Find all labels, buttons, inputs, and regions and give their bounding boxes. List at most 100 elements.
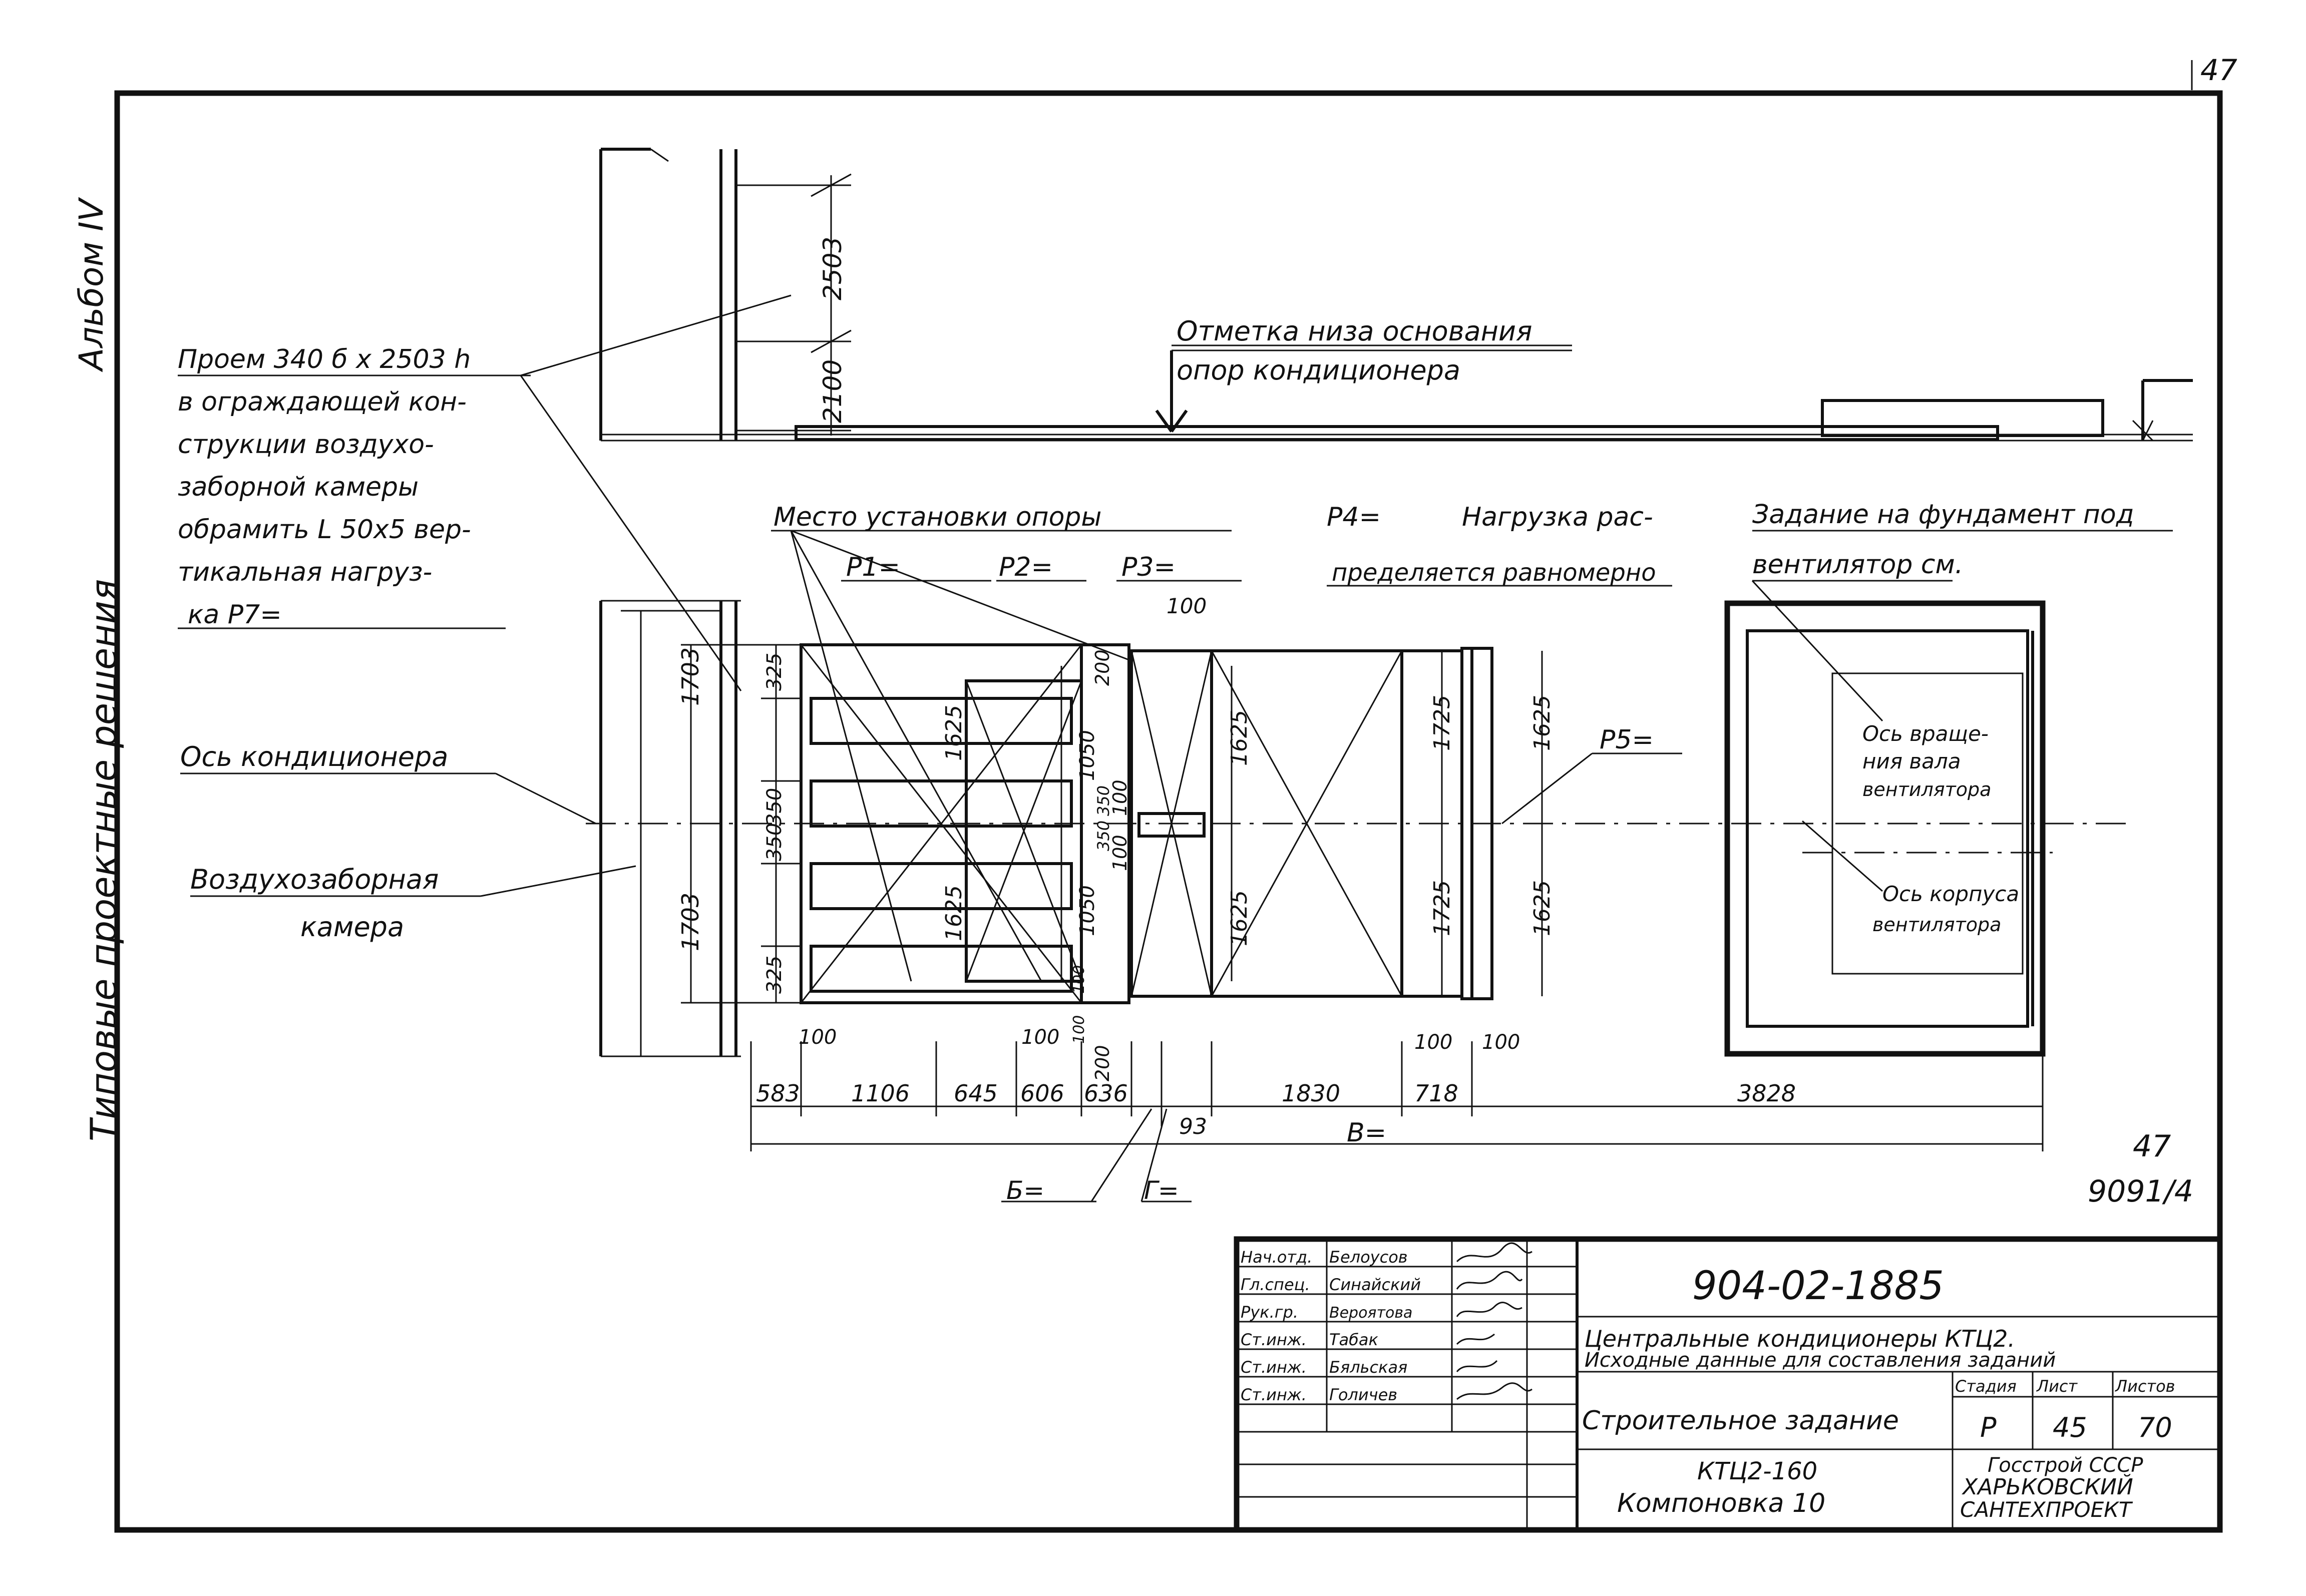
axis-conditioner-leader	[495, 772, 596, 825]
v-label: В=	[1347, 1118, 1386, 1148]
chain-dim-1: 583	[756, 1080, 800, 1107]
opening-note-line5: обрамить L 50х5 вер-	[178, 515, 471, 545]
staff-name-6: Голичев	[1329, 1385, 1397, 1404]
opening-note-line6: тикальная нагруз-	[178, 557, 432, 587]
intake-chamber-line2: камера	[300, 911, 404, 943]
p5-label: Р5=	[1600, 725, 1654, 755]
sheet-code-line2: 9091/4	[2088, 1174, 2193, 1209]
p1-label: Р1=	[846, 552, 900, 582]
dim-350-b: 350	[763, 823, 786, 861]
dim-325-top: 325	[763, 653, 786, 691]
sheet-frame	[114, 90, 2223, 1533]
chain-dim-7: 718	[1414, 1080, 1458, 1107]
org-line2: ХАРЬКОВСКИЙ	[1962, 1473, 2133, 1500]
dim-100-f: 100	[1070, 965, 1088, 994]
opening-note-line1: Проем 340 б х 2503 h	[178, 344, 471, 374]
staff-role-4: Ст.инж.	[1241, 1330, 1307, 1349]
dim-1625-f: 1625	[1529, 880, 1555, 936]
dim-100-v2: 100	[1109, 835, 1131, 871]
fan-shaft-axis-line2: ния вала	[1862, 749, 1961, 773]
chain-dim-6: 1830	[1282, 1080, 1340, 1107]
p4-text-line1: Нагрузка рас-	[1462, 502, 1653, 532]
fan-body-axis-line2: вентилятора	[1872, 914, 2001, 936]
org-line1: Госстрой СССР	[1988, 1454, 2143, 1477]
dim-2100: 2100	[818, 359, 847, 423]
p3-label: Р3=	[1121, 552, 1176, 582]
dim-100-c: 100	[1414, 1031, 1452, 1054]
chain-dim-4: 606	[1020, 1080, 1064, 1107]
staff-role-2: Гл.спец.	[1241, 1275, 1310, 1294]
dim-100-v1: 100	[1109, 779, 1131, 816]
fan-body-axis-line1: Ось корпуса	[1882, 882, 2019, 906]
opening-note-line2: в ограждающей кон-	[178, 387, 467, 417]
page-number: 47	[2200, 53, 2237, 87]
dim-1625-a: 1625	[941, 705, 967, 761]
dim-350-small-b: 350	[1094, 821, 1113, 851]
doc-number: 904-02-1885	[1692, 1264, 1944, 1309]
axis-conditioner-label: Ось кондиционера	[180, 741, 448, 772]
sheet-title: Строительное задание	[1582, 1406, 1899, 1436]
staff-role-6: Ст.инж.	[1241, 1385, 1307, 1404]
staff-role-3: Рук.гр.	[1241, 1303, 1298, 1322]
sheet-value: 45	[2053, 1412, 2087, 1443]
sheet-header: Лист	[2036, 1377, 2078, 1396]
dim-1050-a: 1050	[1076, 730, 1099, 781]
g-label: Г=	[1144, 1176, 1179, 1205]
album-label: Альбом IV	[72, 197, 111, 372]
intake-chamber-leader	[480, 865, 636, 897]
base-mark-label-line2: опор кондиционера	[1177, 354, 1460, 386]
staff-name-3: Вероятова	[1329, 1304, 1412, 1322]
dim-200-top: 200	[1091, 649, 1113, 686]
dim-350-a: 350	[763, 788, 786, 826]
sheets-value: 70	[2138, 1412, 2172, 1443]
dim-100-d: 100	[1482, 1031, 1520, 1054]
opening-note: Проем 340 б х 2503 h в ограждающей кон- …	[178, 294, 792, 691]
dim-1725-a: 1725	[1429, 695, 1455, 751]
title-line2: Исходные данные для составления заданий	[1585, 1349, 2056, 1372]
dim-1625-d: 1625	[1227, 890, 1252, 946]
plan-view	[586, 530, 2173, 1203]
foundation-task-line1: Задание на фундамент под	[1752, 500, 2134, 530]
p4-label: Р4=	[1327, 502, 1381, 532]
chain-dim-5: 636	[1084, 1080, 1128, 1107]
dim-1703-top: 1703	[677, 647, 704, 706]
opening-note-line7: ка Р7=	[188, 600, 282, 630]
stage-value: Р	[1980, 1412, 1997, 1443]
fan-shaft-axis-line3: вентилятора	[1862, 778, 1991, 801]
opening-note-line3: струкции воздухо-	[178, 430, 434, 460]
dim-1625-b: 1625	[941, 885, 967, 941]
support-place-label: Место установки опоры	[774, 502, 1101, 532]
base-mark-label-line1: Отметка низа основания	[1177, 315, 1532, 347]
staff-name-5: Бяльская	[1329, 1358, 1407, 1377]
p4-text-line2: пределяется равномерно	[1332, 559, 1656, 587]
title-block	[1234, 1236, 2223, 1533]
elevation-view: 2503 2100	[599, 148, 2193, 442]
dim-1625-c: 1625	[1227, 710, 1252, 766]
series-label: Типовые проектные решения	[83, 579, 125, 1141]
dim-100-top: 100	[1167, 594, 1207, 618]
dim-1725-b: 1725	[1429, 880, 1455, 936]
sheet-code-line1: 47	[2133, 1129, 2171, 1164]
layout-label: Компоновка 10	[1617, 1488, 1825, 1518]
dim-350-small-a: 350	[1094, 785, 1113, 816]
org-line3: САНТЕХПРОЕКТ	[1960, 1497, 2133, 1522]
dim-100-a: 100	[799, 1026, 837, 1049]
model-label: КТЦ2-160	[1697, 1457, 1817, 1485]
foundation-task-line2: вентилятор см.	[1752, 550, 1963, 580]
dim-1625-e: 1625	[1529, 695, 1555, 751]
b-label: Б=	[1006, 1176, 1044, 1205]
chain-dim-2: 1106	[851, 1080, 910, 1107]
dim-100-b: 100	[1021, 1026, 1059, 1049]
opening-note-line4: заборной камеры	[178, 472, 419, 502]
staff-role-1: Нач.отд.	[1241, 1248, 1312, 1267]
chain-dim-3: 645	[954, 1080, 998, 1107]
p2-label: Р2=	[999, 552, 1053, 582]
stage-header: Стадия	[1955, 1377, 2017, 1396]
dim-325-bottom: 325	[763, 956, 786, 994]
staff-name-4: Табак	[1329, 1330, 1379, 1349]
title-line1: Центральные кондиционеры КТЦ2.	[1585, 1325, 2015, 1352]
dim-200-bottom: 200	[1091, 1045, 1113, 1081]
signatures	[1456, 1242, 1532, 1400]
dim-100-e: 100	[1070, 1015, 1088, 1044]
